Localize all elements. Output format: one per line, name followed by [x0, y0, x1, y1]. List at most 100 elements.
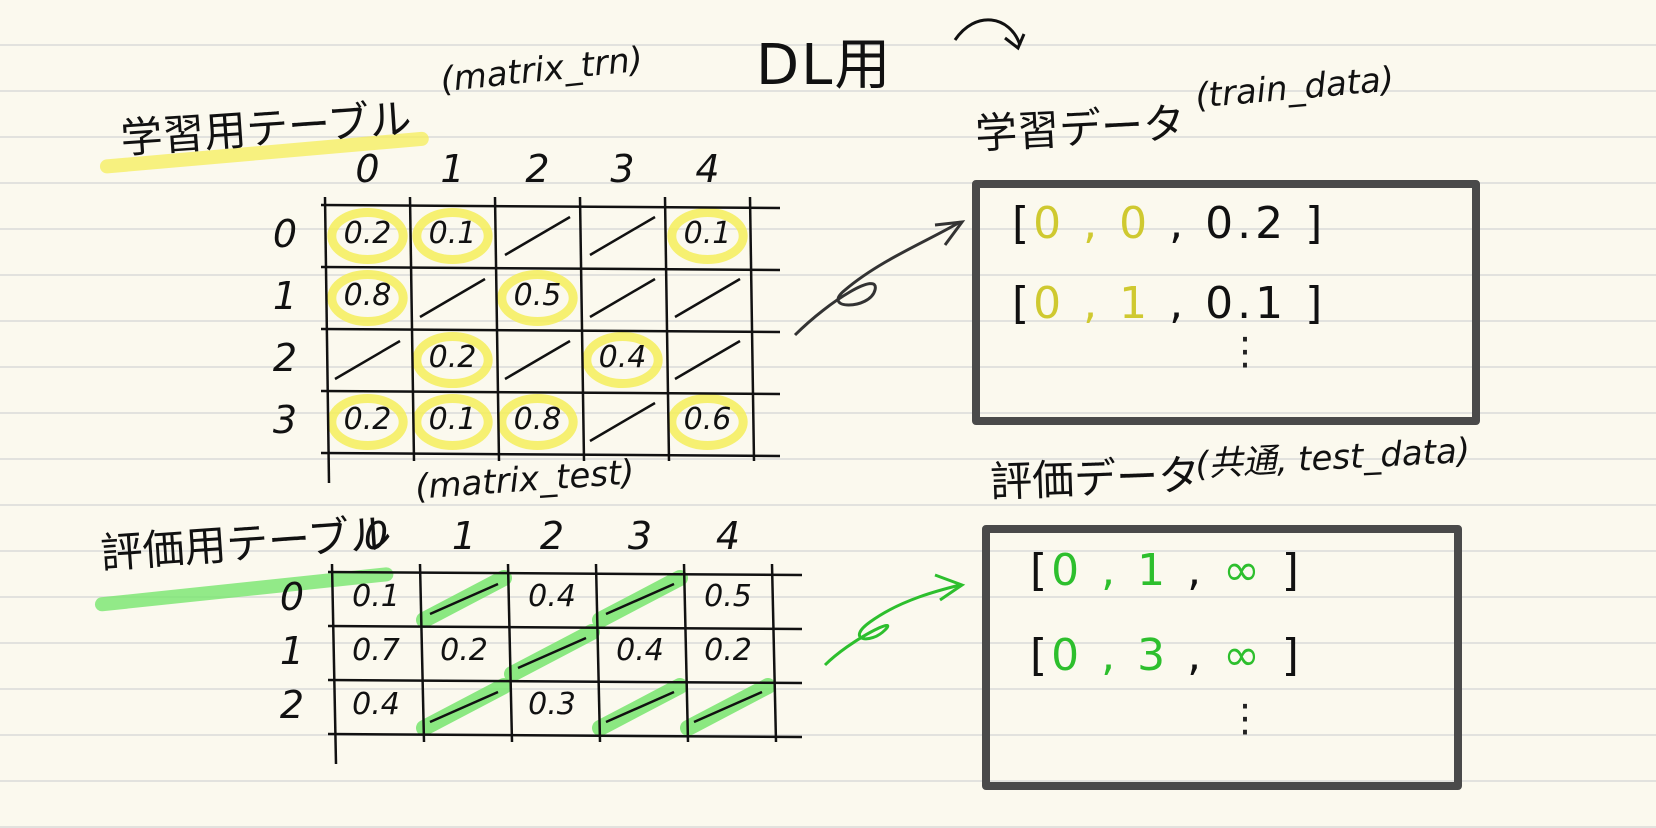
train_data-token: [: [1012, 198, 1034, 249]
test_data-token: ∞: [1223, 630, 1282, 681]
train_table-col-header: 4: [695, 147, 720, 191]
train-table-grid: [320, 196, 781, 484]
test_table-empty-slash: [605, 690, 675, 724]
test_table-row-header: 0: [279, 575, 305, 619]
train_data-token: [: [1012, 278, 1034, 329]
test_table-col-header: 4: [715, 514, 741, 558]
train_table-row-line: [320, 451, 781, 458]
test_table-empty-slash: [429, 582, 499, 616]
test_data-token: ,: [1187, 630, 1224, 681]
train_table-cell: 0.5: [513, 278, 562, 313]
train_data-token: ]: [1305, 278, 1327, 329]
test-ellipsis: ⋮: [1226, 696, 1264, 740]
train-arrow: [793, 220, 961, 337]
train_table-cell-highlight: [582, 331, 663, 389]
test_data-token: ∞: [1223, 545, 1282, 596]
test_data-token: [: [1030, 630, 1052, 681]
train_table-empty-slash: [589, 277, 656, 319]
test_table-cell: 0.5: [704, 579, 752, 614]
train_table-cell: 0.1: [428, 216, 477, 251]
train_data-token: ,: [1169, 198, 1206, 249]
train-data-box: [972, 180, 1480, 425]
test_table-col-line: [682, 563, 690, 743]
title-arrow-head: [1004, 33, 1026, 51]
test_table-cell: 0.2: [440, 633, 488, 668]
train_table-cell-highlight: [327, 207, 408, 265]
train_table-row-line: [320, 265, 781, 272]
train_data-token: ,: [1083, 198, 1120, 249]
test_table-cell: 0.1: [352, 579, 400, 614]
train_table-cell: 0.2: [343, 402, 392, 437]
title-arrow: [953, 18, 1022, 46]
train-arrow-head: [934, 220, 966, 246]
test-arrow-head: [934, 573, 966, 602]
test_data-row: [0 , 3 , ∞ ]: [1030, 630, 1303, 681]
test_table-cell: 0.4: [528, 579, 576, 614]
test_table-row-line: [327, 570, 803, 577]
test_table-row-line: [327, 624, 803, 631]
test_table-empty-slash: [517, 636, 587, 670]
test_table-row-header: 2: [279, 683, 305, 727]
train_table-cell: 0.2: [343, 216, 392, 251]
test_data-token: 0: [1051, 630, 1102, 681]
train_data-token: 0.2: [1205, 198, 1306, 249]
test_table-col-header: 0: [363, 514, 389, 558]
test-data-box: [982, 525, 1462, 790]
test_table-row-header: 1: [279, 629, 305, 673]
train_table-cell-highlight: [412, 393, 493, 451]
test_table-cell: 0.4: [352, 687, 400, 722]
train-ellipsis: ⋮: [1226, 329, 1264, 373]
train_table-cell: 0.8: [343, 278, 392, 313]
train_table-col-line: [663, 196, 671, 462]
test_table-col-line: [330, 563, 338, 765]
train_table-cell: 0.6: [683, 402, 732, 437]
train_table-row-header: 2: [272, 336, 298, 380]
test_data-token: 3: [1137, 630, 1188, 681]
train_table-row-line: [320, 327, 781, 334]
test_table-col-header: 1: [451, 514, 477, 558]
train_data-row: [0 , 1 , 0.1 ]: [1012, 278, 1326, 329]
train_data-row: [0 , 0 , 0.2 ]: [1012, 198, 1326, 249]
test_data-token: ,: [1101, 545, 1138, 596]
test_data-token: ,: [1101, 630, 1138, 681]
test-arrow: [823, 583, 961, 667]
train_table-cell-highlight: [412, 207, 493, 265]
train_table-row-line: [320, 203, 781, 210]
train_data-token: 0.1: [1205, 278, 1306, 329]
train_table-cell-highlight: [667, 393, 748, 451]
train_data-token: 0: [1033, 198, 1084, 249]
train_table-col-line: [578, 196, 586, 462]
train_table-cell-highlight: [497, 269, 578, 327]
test_table-empty-slash: [605, 582, 675, 616]
test_data-token: ,: [1187, 545, 1224, 596]
train_table-empty-slash: [674, 277, 741, 319]
train_table-cell: 0.4: [598, 340, 647, 375]
test_table-col-header: 3: [627, 514, 653, 558]
train_table-cell-highlight: [667, 207, 748, 265]
train_table-row-header: 3: [272, 398, 298, 442]
train_data-token: ]: [1305, 198, 1327, 249]
test_table-col-line: [770, 563, 778, 743]
test_data-token: 0: [1051, 545, 1102, 596]
train_table-col-header: 3: [610, 147, 635, 191]
test_data-row: [0 , 1 , ∞ ]: [1030, 545, 1303, 596]
train_table-empty-slash: [589, 401, 656, 443]
train_table-cell-highlight: [412, 331, 493, 389]
train_table-empty-slash: [334, 339, 401, 381]
train_table-empty-slash: [589, 215, 656, 257]
test_table-row-line: [327, 732, 803, 739]
train_table-col-line: [748, 196, 756, 462]
test_table-cell: 0.4: [616, 633, 664, 668]
train_table-cell: 0.8: [513, 402, 562, 437]
test_table-cell: 0.2: [704, 633, 752, 668]
train_table-empty-slash: [504, 215, 571, 257]
train_data-token: ,: [1169, 278, 1206, 329]
test_table-empty-slash: [693, 690, 763, 724]
train_table-cell-highlight: [497, 393, 578, 451]
test_table-cell: 0.3: [528, 687, 576, 722]
train_data-token: ,: [1083, 278, 1120, 329]
test_table-col-line: [506, 563, 514, 743]
test_data-token: [: [1030, 545, 1052, 596]
test_table-row-line: [327, 678, 803, 685]
train_data-token: 1: [1119, 278, 1170, 329]
